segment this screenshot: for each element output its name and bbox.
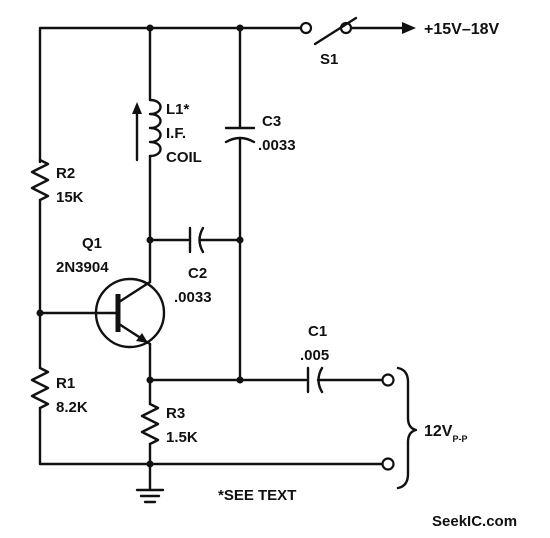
l1-type-line1: I.F. [166, 125, 186, 142]
output-voltage-value: 12V [424, 423, 453, 440]
switch-s1 [299, 16, 416, 46]
top-rail-wire [38, 26, 302, 162]
resistor-r2 [30, 158, 50, 202]
supply-label: +15V–18V [424, 21, 500, 38]
r3-name: R3 [166, 405, 185, 422]
output-voltage-subscript: P-P [452, 434, 467, 444]
output-voltage-label: 12VP-P [424, 423, 467, 444]
s1-label: S1 [320, 51, 338, 68]
r3-value: 1.5K [166, 429, 198, 446]
resistor-r1 [30, 366, 50, 410]
watermark-label: SeekIC.com [432, 513, 517, 530]
c3-value: .0033 [258, 137, 296, 154]
c1-value: .005 [300, 347, 329, 364]
c1-name: C1 [308, 323, 327, 340]
l1-name: L1* [166, 101, 190, 118]
note-label: *SEE TEXT [218, 487, 296, 504]
q1-part: 2N3904 [56, 259, 109, 276]
output-terminal-top [381, 373, 395, 387]
q1-name: Q1 [82, 235, 102, 252]
r2-name: R2 [56, 165, 75, 182]
output-terminal-bottom [381, 457, 395, 471]
r1-value: 8.2K [56, 399, 88, 416]
r2-value: 15K [56, 189, 84, 206]
transistor-q1 [94, 277, 166, 349]
c2-name: C2 [188, 265, 207, 282]
supply-arrow-icon [402, 22, 416, 34]
output-brace [396, 366, 418, 490]
r1-name: R1 [56, 375, 75, 392]
inductor-l1 [148, 98, 162, 158]
ground-icon [135, 488, 165, 504]
l1-type-line2: COIL [166, 149, 202, 166]
c2-value: .0033 [174, 289, 212, 306]
c3-name: C3 [262, 113, 281, 130]
resistor-r3 [140, 402, 160, 446]
